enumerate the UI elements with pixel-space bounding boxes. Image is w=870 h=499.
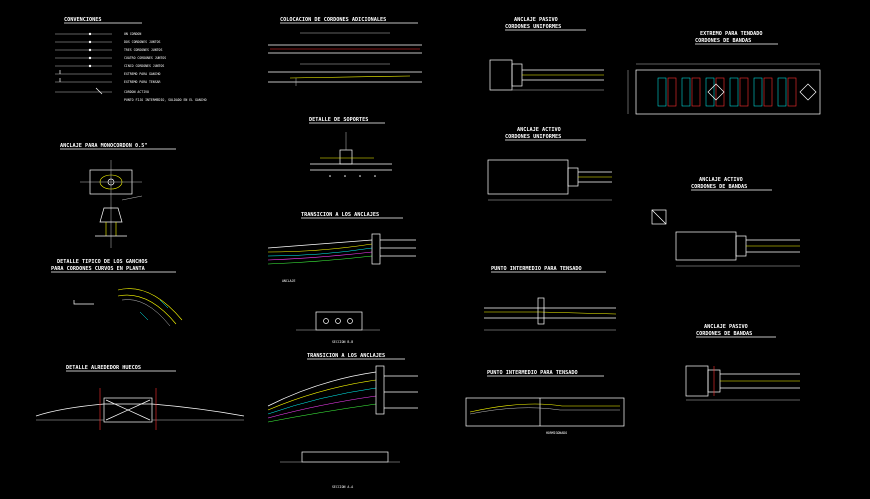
label-anclaje: ANCLAJE	[282, 279, 296, 283]
title-transicion-2: TRANSICION A LOS ANCLAJES	[307, 353, 385, 359]
detail-punto-intermedio-2: PUNTO INTERMEDIO PARA TENSADO HORMIGONAD…	[465, 370, 625, 435]
detail-anclaje-pasivo-bandas: ANCLAJE PASIVO CORDONES DE BANDAS	[685, 324, 800, 401]
detail-anclaje-activo-uniformes: ANCLAJE ACTIVO CORDONES UNIFORMES	[487, 127, 612, 201]
detail-alrededor-huecos: DETALLE ALREDEDOR HUECOS	[35, 365, 245, 430]
legend-item: PUNTO FIJO INTERMEDIO, SOLDADO EN EL GAN…	[124, 98, 207, 102]
title-anclaje-activo-bandas: ANCLAJE ACTIVO	[699, 177, 743, 183]
title-detalle-ganchos: DETALLE TIPICO DE LOS GANCHOS	[57, 259, 148, 265]
title-anclaje-monocordon: ANCLAJE PARA MONOCORDON 0.5"	[60, 143, 147, 149]
subtitle-detalle-ganchos: PARA CORDONES CURVOS EN PLANTA	[51, 266, 146, 272]
legend-item: CUATRO CORDONES JUNTOS	[124, 56, 166, 60]
legend-item: UN CORDON	[124, 32, 141, 36]
title-transicion-1: TRANSICION A LOS ANCLAJES	[301, 212, 379, 218]
detail-extremo-bandas: EXTREMO PARA TENDADO CORDONES DE BANDAS	[627, 31, 821, 115]
label-seccion-bb: SECCION B-B	[332, 340, 353, 344]
detail-punto-intermedio-1: PUNTO INTERMEDIO PARA TENSADO	[484, 266, 617, 331]
detail-ganchos: DETALLE TIPICO DE LOS GANCHOS PARA CORDO…	[51, 259, 183, 327]
detail-colocacion-cordones: COLOCACION DE CORDONES ADICIONALES	[268, 17, 422, 86]
title-detalle-alrededor: DETALLE ALREDEDOR HUECOS	[66, 365, 141, 371]
title-punto-intermedio-1: PUNTO INTERMEDIO PARA TENSADO	[491, 266, 582, 272]
title-anclaje-activo-unif: ANCLAJE ACTIVO	[517, 127, 561, 133]
legend-item: CORDON ACTIVO	[124, 90, 149, 94]
detail-anclaje-monocordon: ANCLAJE PARA MONOCORDON 0.5"	[60, 143, 176, 248]
legend-item: DOS CORDONES JUNTOS	[124, 40, 161, 44]
subtitle-anclaje-pasivo-bandas: CORDONES DE BANDAS	[696, 331, 752, 337]
title-anclaje-pasivo-bandas: ANCLAJE PASIVO	[704, 324, 748, 330]
title-anclaje-pasivo-unif: ANCLAJE PASIVO	[514, 17, 558, 23]
title-convenciones: CONVENCIONES	[64, 17, 101, 23]
subtitle-anclaje-activo-bandas: CORDONES DE BANDAS	[691, 184, 747, 190]
detail-anclaje-activo-bandas: ANCLAJE ACTIVO CORDONES DE BANDAS	[651, 177, 800, 267]
legend-item: EXTREMO PARA GANCHO	[124, 72, 161, 76]
subtitle-anclaje-activo-unif: CORDONES UNIFORMES	[505, 134, 561, 140]
legend-item: CINCO CORDONES JUNTOS	[124, 64, 164, 68]
legend-item: EXTREMO PARA TENSAR	[124, 80, 161, 84]
subtitle-anclaje-pasivo-unif: CORDONES UNIFORMES	[505, 24, 561, 30]
detail-transicion-1: TRANSICION A LOS ANCLAJES ANCLAJE SECCIO…	[267, 212, 416, 344]
label-seccion-aa: SECCION A-A	[332, 485, 353, 489]
legend-item: TRES CORDONES JUNTOS	[124, 48, 162, 52]
label-hormigon: HORMIGONADO	[546, 431, 567, 435]
title-punto-intermedio-2: PUNTO INTERMEDIO PARA TENSADO	[487, 370, 578, 376]
subtitle-detalle-extremo: CORDONES DE BANDAS	[695, 38, 751, 44]
legend-convenciones: CONVENCIONES UN CORDON DOS CORDONES JUNT…	[55, 17, 207, 102]
detail-soportes: DETALLE DE SOPORTES	[309, 117, 392, 177]
title-detalle-soportes: DETALLE DE SOPORTES	[309, 117, 368, 123]
detail-anclaje-pasivo-uniformes: ANCLAJE PASIVO CORDONES UNIFORMES	[489, 17, 604, 91]
detail-transicion-2: TRANSICION A LOS ANCLAJES SECCION A-A	[267, 353, 418, 489]
title-colocacion: COLOCACION DE CORDONES ADICIONALES	[280, 17, 386, 23]
title-detalle-extremo: EXTREMO PARA TENDADO	[700, 31, 762, 37]
